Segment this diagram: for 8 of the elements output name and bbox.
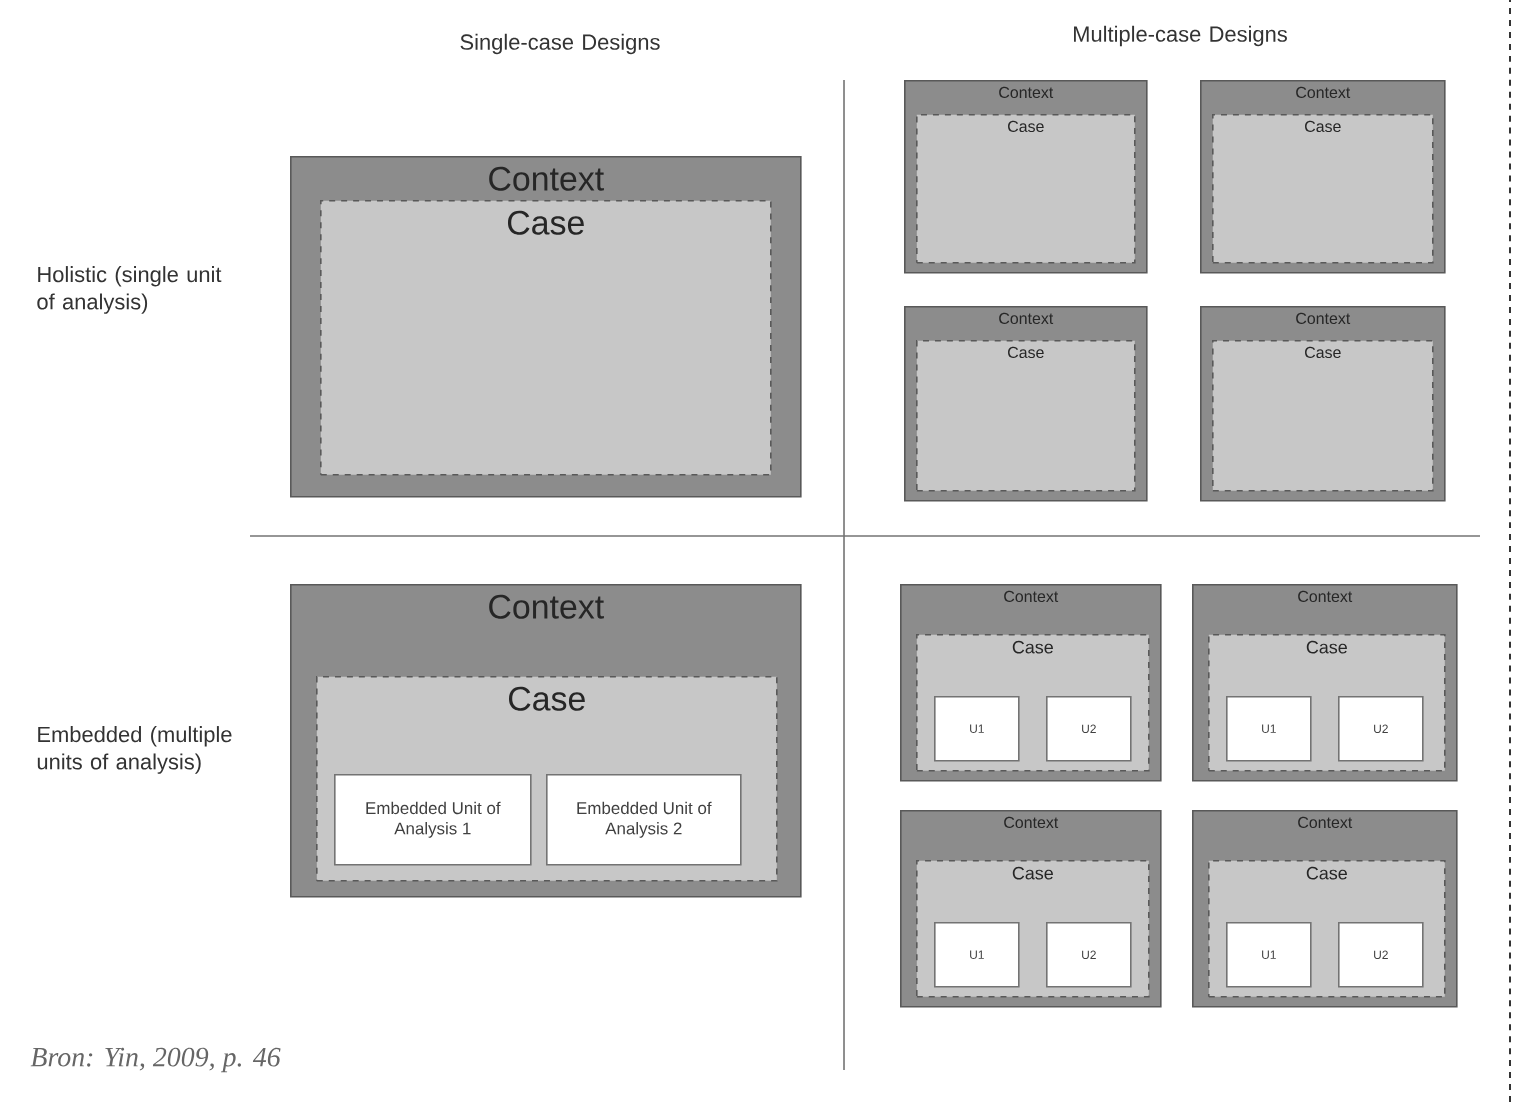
case-box: Case bbox=[320, 199, 772, 476]
row-heading: Embedded (multiple units of analysis) bbox=[37, 726, 232, 774]
unit-box: Embedded Unit of Analysis 2 bbox=[546, 773, 742, 866]
row-heading: Holistic (single unit of analysis) bbox=[37, 266, 222, 314]
caption: Bron: Yin, 2009, p. 46 bbox=[30, 1047, 281, 1073]
column-heading: Single-case Designs bbox=[460, 33, 660, 55]
unit-box: Embedded Unit of Analysis 1 bbox=[334, 773, 532, 866]
column-heading: Multiple-case Designs bbox=[1074, 25, 1287, 47]
